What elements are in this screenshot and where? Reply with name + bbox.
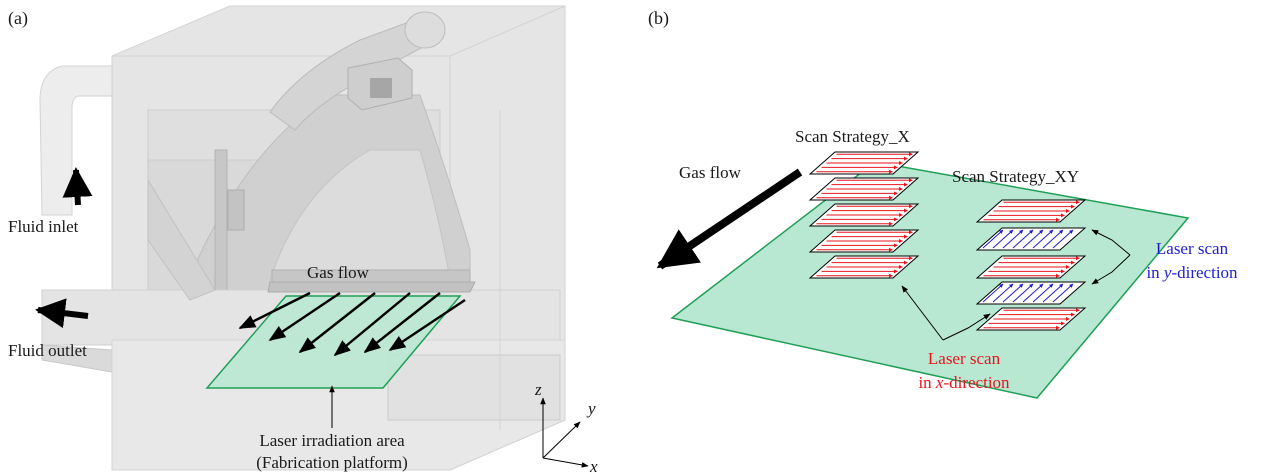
scan-track — [1042, 283, 1064, 303]
laser-scan-x-line2: in x-direction — [918, 373, 1010, 392]
gas-flow-label-b: Gas flow — [679, 163, 742, 182]
scan-track — [1032, 283, 1054, 303]
y-axis-label: y — [586, 399, 596, 418]
gas-flow-arrow — [238, 291, 311, 330]
scan-layer-x — [808, 177, 920, 201]
x-axis-label: x — [589, 457, 598, 474]
gas-flow-arrow — [333, 292, 411, 357]
laser-scan-y-line2: in y-direction — [1146, 263, 1238, 282]
scan-layer-x — [808, 151, 920, 175]
laser-scan-y-line1: Laser scan — [1156, 239, 1229, 258]
fabrication-platform — [205, 295, 462, 389]
coordinate-axes — [540, 397, 589, 468]
scan-layer-x — [808, 255, 920, 279]
scan-track — [1022, 229, 1044, 249]
fluid-inlet-label: Fluid inlet — [8, 217, 79, 236]
scan-layer-y — [975, 281, 1087, 305]
scan-layer-x — [808, 229, 920, 253]
scan-track — [1052, 283, 1074, 303]
laser-area-label-line1: Laser irradiation area — [259, 431, 405, 450]
chamber-illustration — [39, 5, 566, 471]
scan-track — [992, 283, 1014, 303]
y-scan-pointer — [1091, 254, 1131, 285]
scan-layer-y — [975, 227, 1087, 251]
y-scan-pointer — [1091, 229, 1131, 256]
panel-a: (a) — [8, 5, 598, 474]
gas-flow-arrow — [298, 292, 376, 354]
scan-layer-x — [975, 307, 1087, 331]
scan-layers-xy — [975, 199, 1087, 331]
gas-flow-arrows-a — [238, 291, 466, 357]
layer-outline — [975, 227, 1087, 251]
scan-track — [1022, 283, 1044, 303]
gas-flow-arrow — [268, 292, 341, 341]
layer-outline — [975, 281, 1087, 305]
gas-flow-arrow — [363, 292, 441, 354]
scan-layers-x — [808, 151, 920, 279]
strategy-xy-label: Scan Strategy_XY — [952, 167, 1079, 186]
panel-a-label: (a) — [8, 8, 28, 29]
strategy-x-label: Scan Strategy_X — [795, 127, 910, 146]
x-scan-pointer — [942, 313, 991, 341]
x-scan-pointers — [901, 285, 991, 341]
fluid-outlet-label: Fluid outlet — [8, 341, 87, 360]
scan-track — [1012, 283, 1034, 303]
gas-flow-label-a: Gas flow — [307, 263, 370, 282]
scan-track — [1002, 283, 1024, 303]
y-axis — [542, 421, 581, 459]
scan-layer-x — [975, 199, 1087, 223]
scan-track — [982, 283, 1004, 303]
x-axis — [542, 457, 589, 468]
x-scan-pointer — [901, 285, 944, 341]
laser-area-label-line2: (Fabrication platform) — [256, 453, 408, 472]
scan-layer-x — [975, 255, 1087, 279]
y-scan-pointers — [1091, 229, 1131, 285]
fluid-inlet-arrow — [62, 167, 93, 206]
panel-b: (b) Gas flow Scan Strategy_X Scan Strate… — [648, 8, 1238, 399]
panel-b-label: (b) — [648, 8, 669, 29]
gas-flow-arrow — [388, 299, 466, 351]
scan-layer-x — [808, 203, 920, 227]
scan-track — [992, 229, 1014, 249]
scan-track — [1012, 229, 1034, 249]
scan-track — [1042, 229, 1064, 249]
scan-track — [1002, 229, 1024, 249]
scan-track — [982, 229, 1004, 249]
scan-track — [1032, 229, 1054, 249]
scan-track — [1052, 229, 1074, 249]
laser-scan-x-line1: Laser scan — [928, 349, 1001, 368]
fluid-outlet-arrow — [35, 298, 89, 329]
gas-flow-arrow-b — [656, 168, 803, 270]
z-axis-label: z — [534, 380, 542, 399]
